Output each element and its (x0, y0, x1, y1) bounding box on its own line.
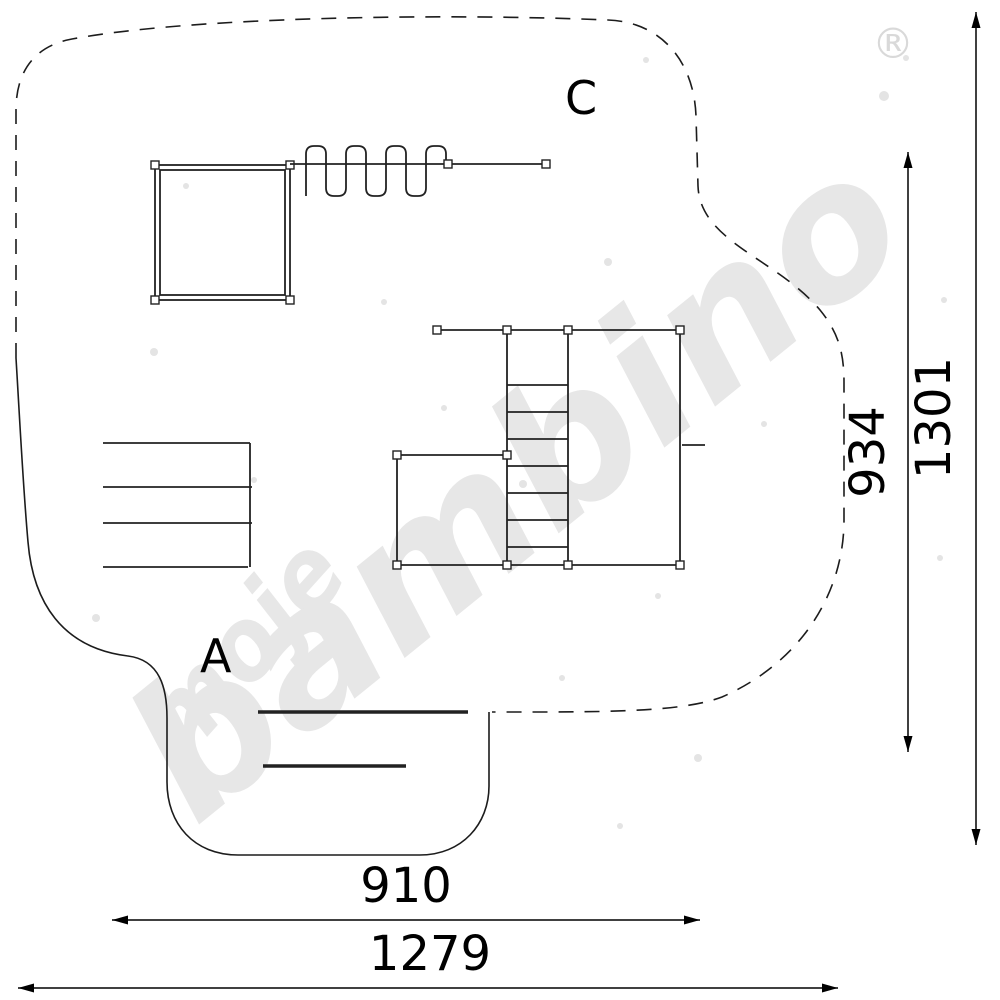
equipment-zone-solid-outline (15, 357, 490, 856)
watermark-dot (937, 555, 943, 561)
dimension-right-inner: 934 (840, 152, 913, 752)
watermark-dot (559, 675, 565, 681)
watermark-dot (519, 480, 527, 488)
post-marker (675, 325, 685, 335)
arrow-down-icon (971, 829, 981, 845)
watermark-dot (903, 55, 909, 61)
post-marker (432, 325, 442, 335)
post-marker (563, 325, 573, 335)
watermark-dot (604, 258, 612, 266)
watermark-dot (183, 183, 189, 189)
watermark-dot (879, 91, 889, 101)
dimension-bottom-inner: 910 (112, 858, 700, 925)
watermark-word-bambino: bambino (86, 109, 945, 862)
dimension-bottom-outer: 1279 (18, 926, 838, 993)
watermark-dot (251, 477, 257, 483)
arrow-left-icon (18, 983, 34, 993)
dimension-value: 1301 (906, 357, 962, 479)
watermark-dot (302, 696, 310, 704)
post-marker (502, 325, 512, 335)
dimension-value: 934 (840, 406, 896, 498)
watermark-dot (842, 202, 850, 210)
tower-structure (392, 325, 705, 570)
post-marker (285, 160, 295, 170)
post-marker (563, 560, 573, 570)
arrow-up-icon (971, 12, 981, 28)
post-marker (392, 560, 402, 570)
bench-set (103, 442, 252, 568)
climbing-frame-inner (159, 169, 286, 296)
post-marker (392, 450, 402, 460)
arrow-left-icon (112, 915, 128, 925)
dimension-value: 910 (360, 858, 452, 914)
arrow-right-icon (684, 915, 700, 925)
post-marker (150, 160, 160, 170)
arrow-right-icon (822, 983, 838, 993)
safety-zone-dashed-outline (15, 16, 845, 713)
monkey-bar-beam (290, 145, 551, 197)
watermark-dot (761, 421, 767, 427)
watermark-dot (655, 593, 661, 599)
arrow-up-icon (903, 152, 913, 168)
arrow-down-icon (903, 736, 913, 752)
watermark-dot (441, 405, 447, 411)
watermark-dot (92, 614, 100, 622)
watermark-dot (694, 754, 702, 762)
watermark-dot (617, 823, 623, 829)
post-marker (541, 159, 551, 169)
post-marker (150, 295, 160, 305)
dimension-value: 1279 (369, 926, 491, 982)
watermark-dot (150, 348, 158, 356)
post-marker (502, 560, 512, 570)
watermark-dot (381, 299, 387, 305)
post-marker (443, 159, 453, 169)
climbing-frame (150, 160, 295, 305)
registered-trademark-icon: ® (872, 19, 914, 68)
climbing-frame-outer (154, 164, 291, 301)
post-marker (285, 295, 295, 305)
watermark-dot (941, 297, 947, 303)
dimension-right-outer: 1301 (906, 12, 981, 845)
post-marker (675, 560, 685, 570)
post-marker (502, 450, 512, 460)
balance-beams (258, 710, 468, 768)
zone-label-a: A (200, 629, 232, 683)
serpentine-rail (305, 145, 447, 197)
watermark: moje bambino ® (86, 19, 947, 862)
watermark-dot (643, 57, 649, 63)
zone-label-c: C (565, 71, 597, 125)
